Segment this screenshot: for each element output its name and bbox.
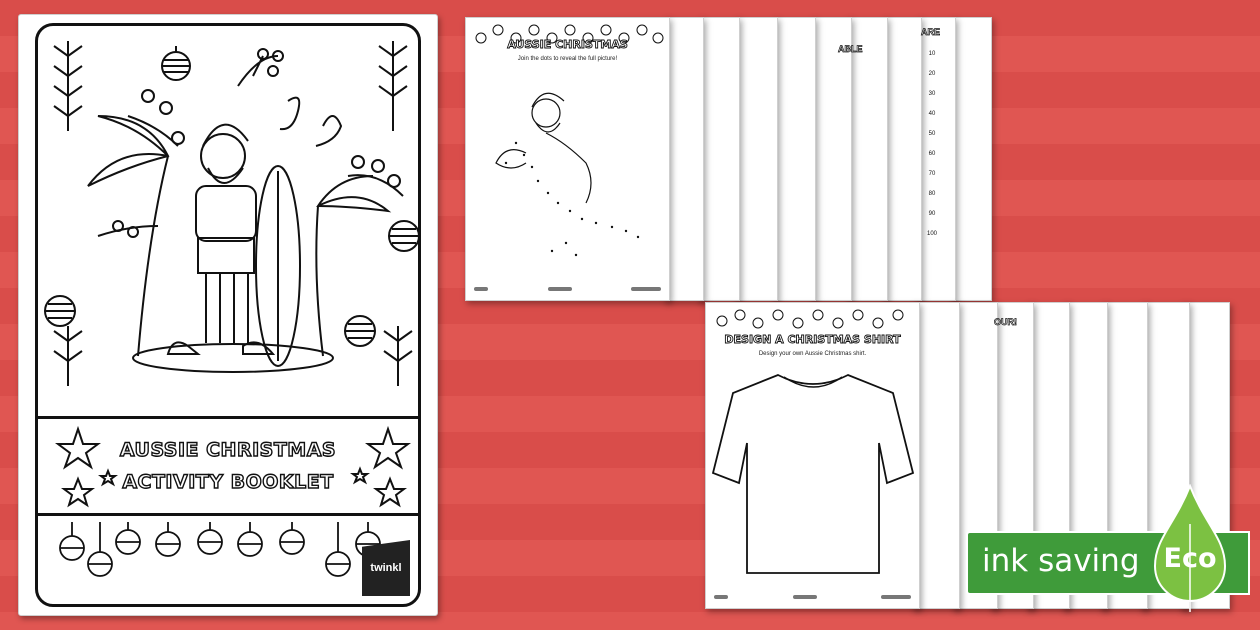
- number-cell: 50: [928, 131, 936, 137]
- cover-frame: AUSSIE CHRISTMAS ACTIVITY BOOKLET twinkl: [35, 23, 421, 607]
- number-cell: 30: [928, 91, 936, 97]
- shirt-design-page: DESIGN A CHRISTMAS SHIRT Design your own…: [705, 302, 920, 609]
- peek-title-are: ARE: [921, 27, 941, 38]
- stack-page: [698, 17, 740, 301]
- cover-title-band: AUSSIE CHRISTMAS ACTIVITY BOOKLET: [38, 416, 418, 516]
- bauble-garland: [475, 24, 664, 44]
- bauble-garland: [716, 309, 904, 329]
- twinkl-logo: twinkl: [362, 540, 410, 596]
- dot-to-dot-subtitle: Join the dots to reveal the full picture…: [517, 56, 618, 62]
- leaf-drop-icon: [1153, 484, 1227, 612]
- shirt-page-title: DESIGN A CHRISTMAS SHIRT: [724, 333, 901, 347]
- stack-page: [772, 17, 816, 301]
- cover-title-line1: AUSSIE CHRISTMAS: [119, 438, 337, 461]
- ink-saving-label: ink saving: [982, 543, 1140, 579]
- number-cell: 70: [928, 171, 936, 177]
- stack-page: [882, 17, 922, 301]
- page-footer: [714, 594, 911, 600]
- stack-page: [950, 17, 992, 301]
- number-cell: 60: [928, 151, 936, 157]
- cover-title-line2: ACTIVITY BOOKLET: [122, 470, 334, 493]
- eco-label: Eco: [1163, 543, 1217, 574]
- star-icon: [55, 425, 411, 508]
- number-cell: 20: [928, 71, 936, 77]
- cover-page: AUSSIE CHRISTMAS ACTIVITY BOOKLET twinkl: [18, 14, 438, 616]
- number-cell: 40: [928, 111, 936, 117]
- santa-surfboard-illustration: [44, 41, 418, 386]
- peek-title-able: ABLE: [838, 44, 863, 55]
- number-cell: 100: [926, 231, 937, 237]
- number-cell: 10: [928, 51, 936, 57]
- peek-title-our: OUR!: [994, 317, 1018, 328]
- dot-to-dot-title: AUSSIE CHRISTMAS: [507, 38, 628, 52]
- number-cell: 90: [928, 211, 936, 217]
- stack-page: [912, 302, 960, 609]
- bauble-row: [59, 522, 381, 577]
- shirt-page-subtitle: Design your own Aussie Christmas shirt.: [758, 351, 867, 357]
- stack-page: [846, 17, 888, 301]
- t-shirt-outline: [711, 374, 915, 574]
- stack-page: [664, 17, 704, 301]
- stack-page: [810, 17, 852, 301]
- stack-page: [734, 17, 778, 301]
- page-footer: [474, 286, 661, 292]
- dot-to-dot-page: AUSSIE CHRISTMAS Join the dots to reveal…: [465, 17, 670, 301]
- number-cell: 80: [928, 191, 936, 197]
- kangaroo-dot-to-dot-illustration: [495, 92, 640, 257]
- number-column-values: 10 20 30 40 50 60 70 80 90 100: [922, 44, 942, 244]
